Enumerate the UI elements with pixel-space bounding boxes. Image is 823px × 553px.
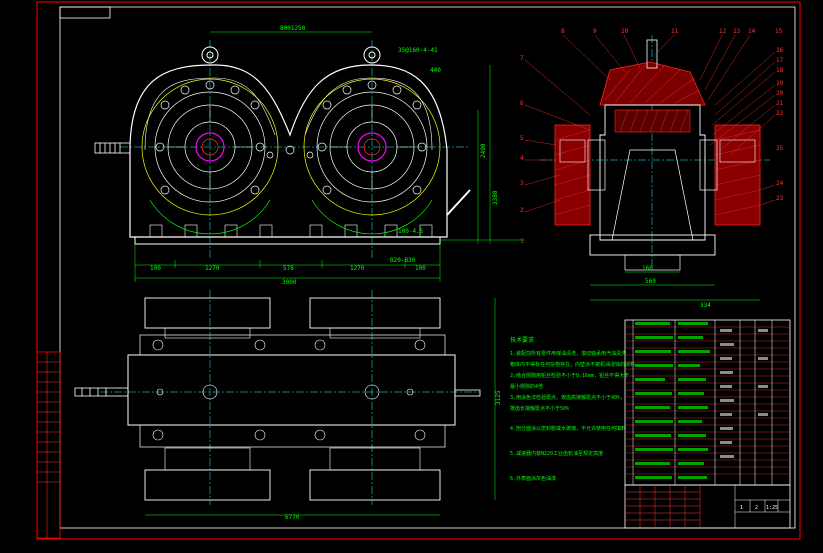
dim-seg-2: 1270 bbox=[205, 265, 220, 272]
side-view: 8 9 10 11 12 13 14 15 16 17 18 19 20 21 … bbox=[520, 28, 784, 309]
balloon-8: 8 bbox=[561, 28, 565, 35]
plan-dim-length: 6770 bbox=[285, 514, 300, 521]
balloon-6: 6 bbox=[520, 100, 524, 107]
side-housing-top bbox=[599, 61, 706, 106]
dim-seg-1: 100 bbox=[150, 265, 161, 272]
balloon-22: 22 bbox=[776, 110, 784, 117]
balloon-24: 24 bbox=[776, 180, 784, 187]
dim-seg-3: 578 bbox=[283, 265, 294, 272]
title-scale: 1:25 bbox=[766, 505, 778, 511]
housing-outline bbox=[129, 64, 448, 238]
drawing-frame bbox=[36, 1, 801, 540]
balloon-15: 15 bbox=[775, 28, 783, 35]
notes-title: 技术要求 bbox=[510, 336, 534, 344]
plan-dim-height: 3125 bbox=[495, 390, 502, 405]
note-line-3: 2.啮合侧隙用铅丝检验不小于0.16mm，铅丝不得大于 bbox=[510, 372, 629, 379]
balloon-1: 1 bbox=[520, 238, 524, 245]
dim-label-b: B20-B30 bbox=[390, 257, 416, 264]
front-dimensions bbox=[134, 31, 525, 282]
note-line-1: 1.装配前所有零件用煤油清洗，滚动轴承用汽油清洗 bbox=[510, 350, 626, 357]
dim-center-distance: 8001250 bbox=[280, 25, 306, 32]
dim-label-top-right: 35@160-4-41 bbox=[398, 47, 438, 54]
balloon-16: 16 bbox=[776, 47, 784, 54]
balloon-3: 3 bbox=[520, 180, 524, 187]
dim-height: 2490 bbox=[480, 143, 487, 158]
dim-seg-4: 1270 bbox=[350, 265, 365, 272]
binding-strip bbox=[37, 352, 60, 538]
technical-notes: 技术要求 1.装配前所有零件用煤油清洗，滚动轴承用汽油清洗 箱体内不得有任何杂物… bbox=[510, 336, 635, 482]
balloon-14: 14 bbox=[748, 28, 756, 35]
balloon-23: 23 bbox=[776, 195, 784, 202]
balloon-18: 18 bbox=[776, 67, 784, 74]
balloon-21: 21 bbox=[776, 100, 784, 107]
front-view: 8001250 3000 100 1270 578 1270 100 B20-B… bbox=[94, 25, 525, 286]
dim-seg-5: 100 bbox=[415, 265, 426, 272]
balloon-5: 5 bbox=[520, 135, 524, 142]
title-sheets: 2 bbox=[755, 505, 758, 511]
side-dim-1: 160 bbox=[642, 265, 653, 272]
plan-view: 6770 3125 bbox=[74, 290, 502, 521]
side-dim-2: 560 bbox=[645, 278, 656, 285]
housing-base bbox=[134, 236, 441, 245]
note-line-4: 最小侧隙的4倍 bbox=[510, 383, 543, 390]
balloon-7: 7 bbox=[520, 55, 524, 62]
note-line-8: 5.减速器内装N220工业齿轮油至规定高度 bbox=[510, 450, 603, 457]
balloon-13: 13 bbox=[733, 28, 741, 35]
note-line-2: 箱体内不得有任何杂物存在，内壁涂不被机油浸蚀的涂料 bbox=[510, 361, 635, 368]
title-block: 1:25 1 2 bbox=[624, 484, 791, 529]
balloon-4: 4 bbox=[520, 155, 524, 162]
balloon-20: 20 bbox=[776, 90, 784, 97]
note-line-6: 按齿长接触斑点不小于50% bbox=[510, 405, 569, 412]
balloon-12: 12 bbox=[719, 28, 727, 35]
note-line-9: 6.外表面涂灰色油漆 bbox=[510, 475, 556, 482]
side-dim-3: 334 bbox=[700, 302, 711, 309]
balloon-17: 17 bbox=[776, 57, 784, 64]
bill-of-materials bbox=[624, 319, 791, 486]
dim-overall-width: 3000 bbox=[282, 279, 297, 286]
title-sheet: 1 bbox=[740, 505, 743, 511]
balloon-9: 9 bbox=[593, 28, 597, 35]
dim-label-c: 100-4.5 bbox=[398, 228, 424, 235]
right-drum bbox=[714, 124, 761, 226]
dim-height-2: 3380 bbox=[492, 190, 499, 205]
left-drum bbox=[554, 124, 591, 226]
dim-label-angled-right: 440 bbox=[430, 67, 441, 74]
plan-housing bbox=[127, 354, 456, 426]
balloon-11: 11 bbox=[671, 28, 679, 35]
balloon-25: 25 bbox=[776, 145, 784, 152]
balloon-19: 19 bbox=[776, 80, 784, 87]
note-line-5: 3.用涂色法检验斑点，按齿高接触斑点不小于40%， bbox=[510, 394, 625, 401]
balloon-10: 10 bbox=[621, 28, 629, 35]
note-line-7: 4.剖分面涂以密封胶或水玻璃，不允许使用任何填料 bbox=[510, 425, 626, 432]
balloon-2: 2 bbox=[520, 207, 524, 214]
